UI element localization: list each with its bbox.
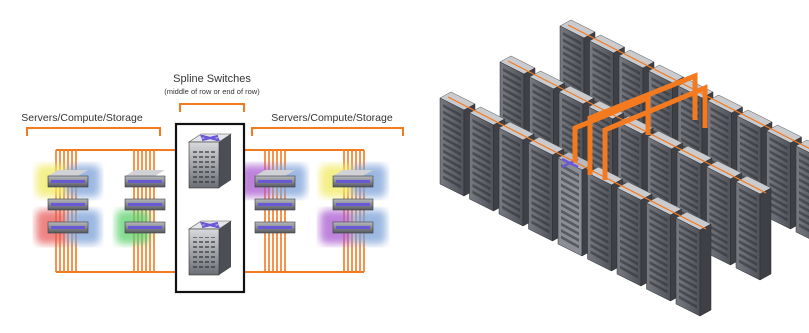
server-stack-3: [254, 170, 296, 234]
row-cable: [447, 96, 707, 230]
row-cable: [507, 60, 767, 194]
left-group-bracket: [26, 127, 161, 136]
server-icon: [47, 170, 89, 188]
server-icon: [254, 170, 296, 188]
server-stack-2: [124, 170, 166, 234]
rack-row-front: [439, 91, 712, 317]
server-icon: [124, 170, 166, 188]
overhead-cable-trays: [572, 72, 708, 180]
spline-switches-subtitle: (middle of row or end of row): [164, 87, 260, 96]
server-icon: [124, 221, 166, 234]
switch-icon: [200, 134, 220, 142]
isometric-datacenter: [439, 19, 809, 317]
server-stack-4: [332, 170, 374, 234]
left-servers-label: Servers/Compute/Storage: [21, 112, 143, 124]
spline-switches-title: Spline Switches: [173, 73, 251, 85]
server-rack-icon: [675, 211, 712, 317]
bottom-switch: [188, 220, 232, 276]
server-icon: [124, 198, 166, 211]
right-servers-label: Servers/Compute/Storage: [271, 112, 393, 124]
switch-icon: [200, 221, 220, 229]
brackets: [26, 103, 404, 136]
server-icon: [332, 221, 374, 234]
server-icon: [254, 221, 296, 234]
server-stack-1: [47, 170, 89, 234]
server-icon: [47, 221, 89, 234]
server-icon: [332, 198, 374, 211]
top-switch: [188, 133, 232, 189]
server-icon: [332, 170, 374, 188]
switch-bracket: [179, 103, 245, 112]
left-topology-diagram: Spline Switches (middle of row or end of…: [21, 73, 404, 294]
server-rack-icon: [795, 139, 809, 239]
right-group-bracket: [251, 127, 404, 136]
server-rack-icon: [735, 175, 772, 281]
server-icon: [254, 198, 296, 211]
server-icon: [47, 198, 89, 211]
